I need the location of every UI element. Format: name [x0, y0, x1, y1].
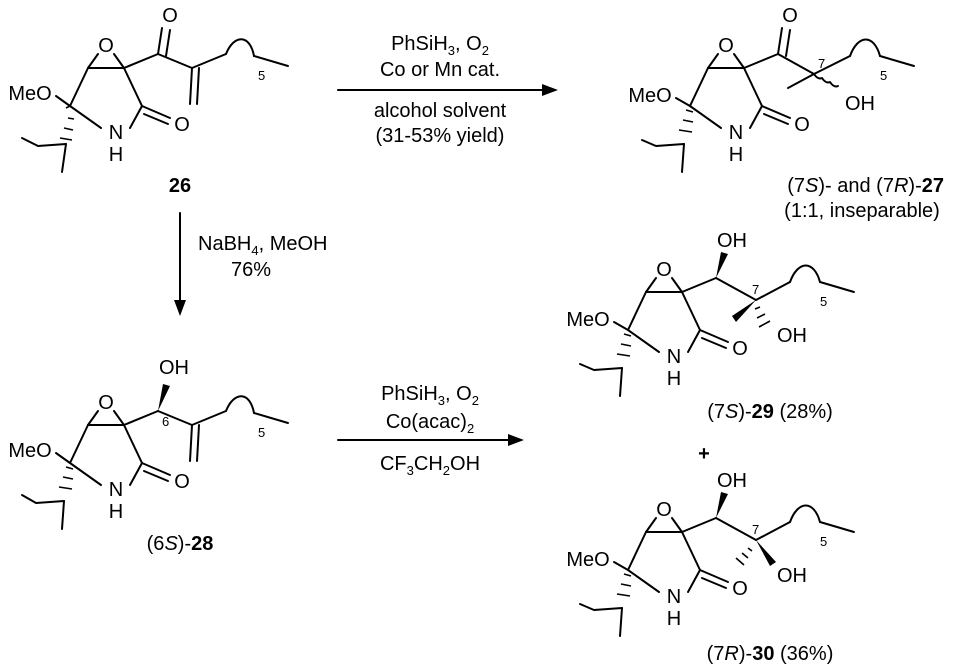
svg-text:MeO: MeO [566, 309, 609, 331]
svg-text:OH: OH [717, 470, 747, 492]
hash-oh-29 [754, 306, 771, 328]
svg-text:OH: OH [845, 93, 875, 115]
conditions-oxidation: PhSiH3, O2 Co or Mn cat. alcohol solvent… [374, 33, 507, 147]
conditions-reduction: NaBH4, MeOH 76% [198, 233, 328, 281]
svg-text:MeO: MeO [566, 549, 609, 571]
svg-text:O: O [174, 114, 190, 136]
svg-text:H: H [667, 368, 681, 390]
conditions-hydration: PhSiH3, O2 Co(acac)2 CF3CH2OH [380, 383, 480, 478]
svg-text:O: O [718, 35, 734, 57]
svg-text:7: 7 [752, 522, 759, 537]
compound-30: O O N H MeO OH OH 7 5 (7R)-30 (36%) [566, 470, 855, 665]
compound-label-27: (7S)- and (7R)-27 [787, 175, 944, 197]
catalyst-label: Co or Mn cat. [380, 59, 500, 81]
plus-sign: + [698, 443, 710, 465]
svg-text:PhSiH3, O2: PhSiH3, O2 [381, 383, 479, 408]
svg-text:O: O [732, 578, 748, 600]
svg-text:5: 5 [820, 534, 827, 549]
arrow-reduction [174, 212, 186, 316]
solvent-label: alcohol solvent [374, 100, 507, 122]
compound-label-29: (7S)-29 (28%) [707, 401, 833, 423]
reagent-phsih3: PhSiH [391, 33, 448, 55]
compound-26: O O N H MeO O 5 26 [8, 5, 289, 197]
svg-text:OH: OH [717, 230, 747, 252]
svg-text:MeO: MeO [8, 440, 51, 462]
compound-28: O O N H MeO OH 6 5 (6S)-28 [8, 357, 289, 555]
svg-text:CF3CH2OH: CF3CH2OH [380, 453, 480, 478]
svg-text:Co(acac)2: Co(acac)2 [386, 411, 474, 436]
yield-label: (31-53% yield) [376, 125, 505, 147]
svg-text:5: 5 [258, 425, 265, 440]
svg-text:H: H [667, 608, 681, 630]
svg-text:O: O [794, 114, 810, 136]
compound-label-28: (6S)-28 [147, 533, 214, 555]
svg-text:O: O [174, 471, 190, 493]
svg-text:6: 6 [162, 414, 169, 429]
hash-me-30 [735, 547, 753, 566]
isopropyl-hash-29 [616, 333, 632, 357]
svg-text:H: H [729, 144, 743, 166]
svg-text:OH: OH [777, 565, 807, 587]
svg-text:N: N [667, 586, 681, 608]
svg-text:7: 7 [818, 56, 825, 71]
svg-text:PhSiH3, O2: PhSiH3, O2 [391, 33, 489, 58]
svg-text:OH: OH [159, 357, 189, 379]
compound-29: O O N H MeO OH OH 7 5 (7S)-29 (28%) [566, 230, 855, 423]
svg-text:O: O [98, 392, 114, 414]
svg-text:O: O [656, 499, 672, 521]
isopropyl-hash-26 [59, 105, 75, 141]
svg-text:O: O [162, 5, 178, 27]
svg-text:O: O [656, 259, 672, 281]
svg-text:O: O [782, 5, 798, 27]
svg-text:5: 5 [880, 68, 887, 83]
compound-27: O O N H MeO O OH 7 5 (7S)- and (7R)-27 (… [628, 5, 944, 222]
svg-text:NaBH4, MeOH: NaBH4, MeOH [198, 233, 328, 258]
reduction-yield: 76% [231, 259, 271, 281]
arrow-hydration [337, 434, 524, 446]
svg-text:O: O [98, 35, 114, 57]
svg-text:N: N [109, 122, 123, 144]
compound-label-30: (7R)-30 (36%) [707, 643, 834, 665]
arrow-oxidation [337, 84, 558, 96]
svg-text:OH: OH [777, 325, 807, 347]
svg-text:7: 7 [752, 282, 759, 297]
svg-text:5: 5 [258, 68, 265, 83]
compound-note-27: (1:1, inseparable) [784, 200, 940, 222]
isopropyl-hash-30 [616, 573, 632, 597]
compound-number-26: 26 [169, 175, 191, 197]
isopropyl-hash-27 [678, 109, 694, 133]
svg-text:N: N [729, 122, 743, 144]
svg-text:N: N [667, 346, 681, 368]
svg-text:O: O [732, 338, 748, 360]
svg-text:MeO: MeO [628, 85, 671, 107]
svg-text:MeO: MeO [8, 83, 51, 105]
svg-text:N: N [109, 479, 123, 501]
svg-text:H: H [109, 501, 123, 523]
svg-text:H: H [109, 144, 123, 166]
svg-text:5: 5 [820, 294, 827, 309]
isopropyl-hash-28 [58, 466, 74, 490]
